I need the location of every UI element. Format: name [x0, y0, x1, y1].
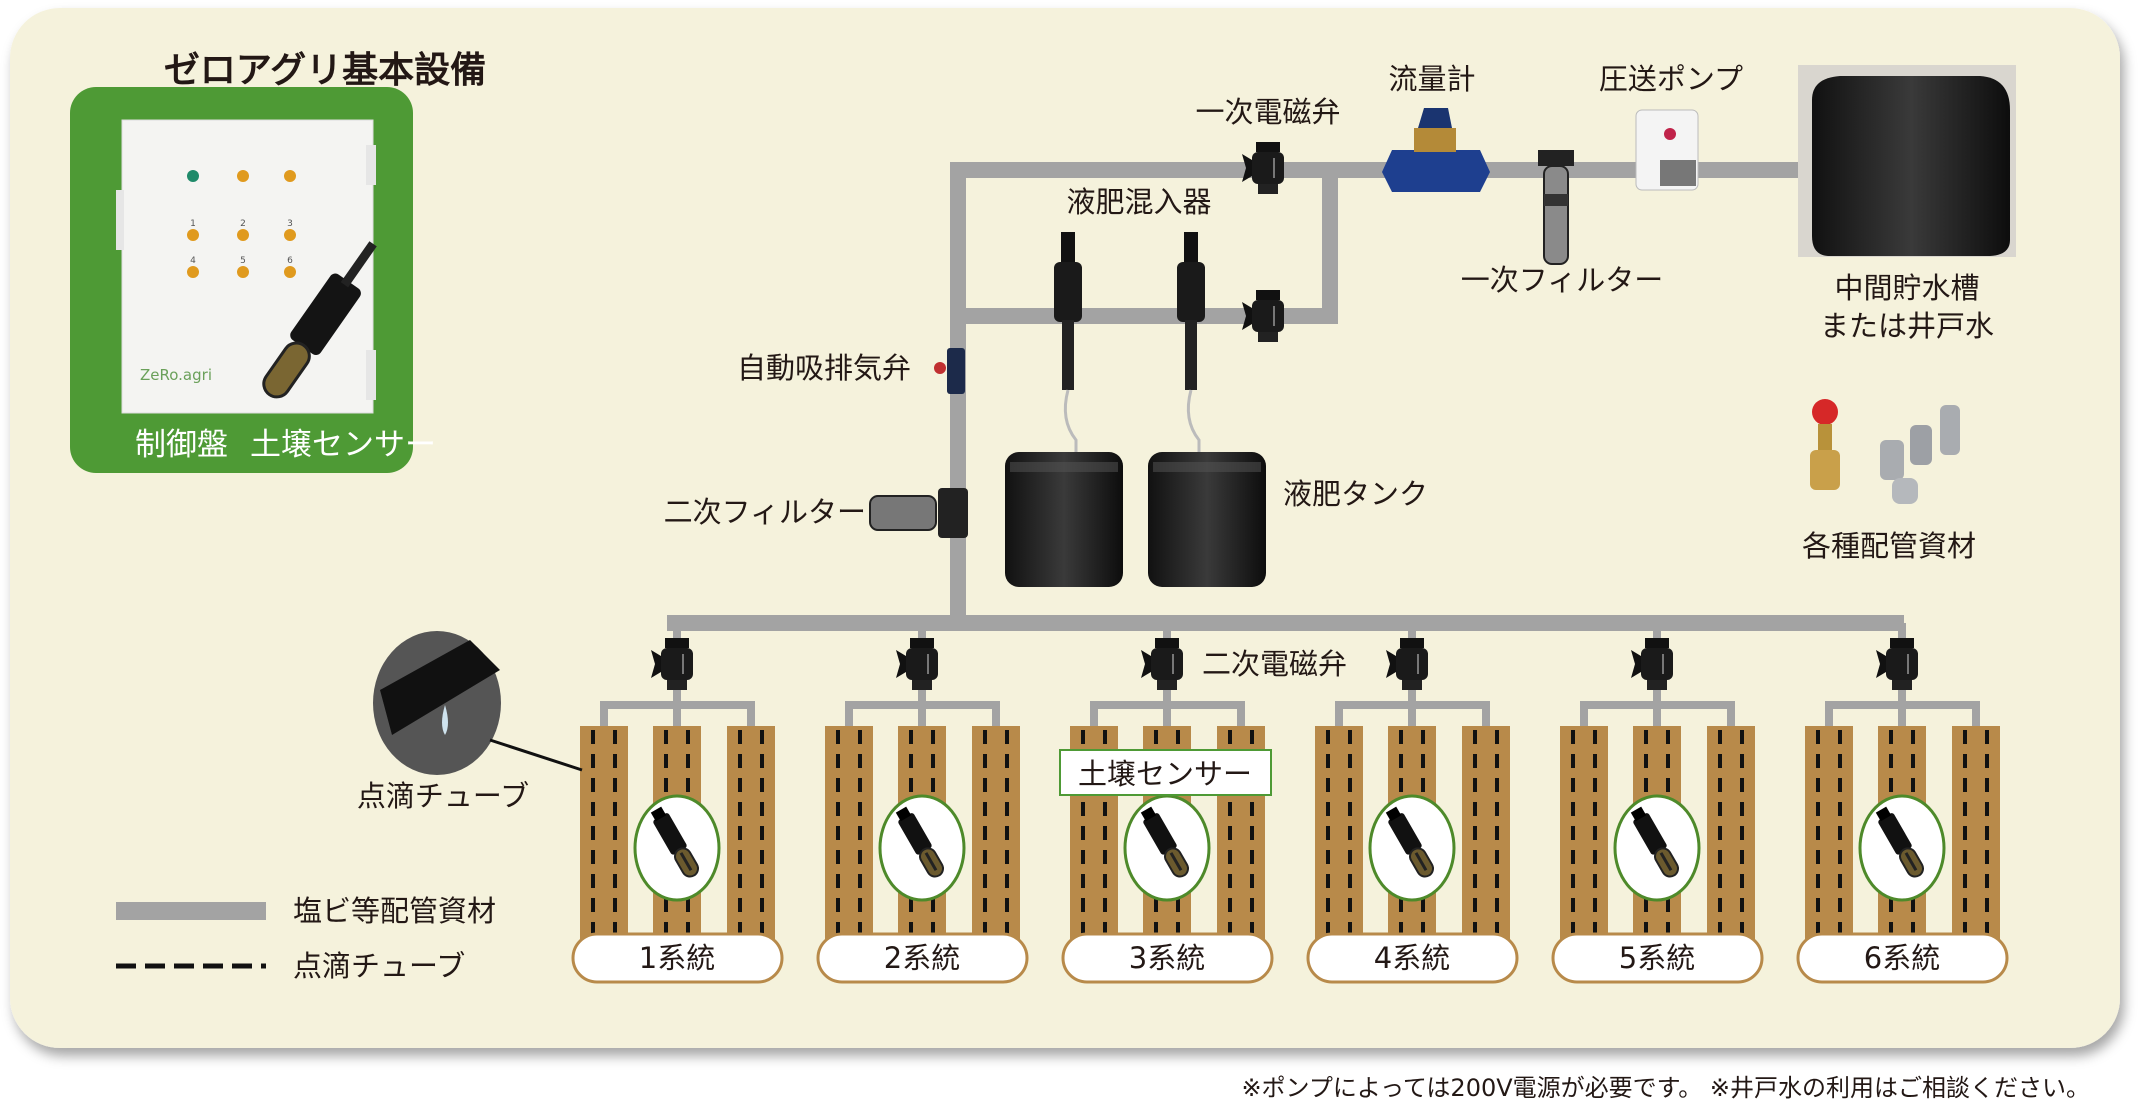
base-equipment-box: 1 2 3 4 5 6 ZeRo.agri 制御盤 土壌センサー — [70, 87, 436, 473]
page-title: ゼロアグリ基本設備 — [164, 50, 486, 91]
primary-solenoid-valve-label: 一次電磁弁 — [1195, 95, 1340, 129]
secondary-filter-label: 二次フィルター — [664, 495, 866, 529]
primary-filter-label: 一次フィルター — [1461, 263, 1663, 297]
zone-label-pill — [1061, 932, 1274, 984]
legend: 塩ビ等配管資材 点滴チューブ — [116, 894, 496, 983]
soil-sensor-callout: 土壌センサー — [1059, 749, 1272, 796]
lamp-label-4: 4 — [190, 256, 196, 266]
zone-label-pill — [816, 932, 1029, 984]
zone-sub-manifold — [1825, 701, 1980, 728]
soil-sensor-callout-label: 土壌センサー — [1078, 757, 1252, 791]
zone-label: 2系統 — [884, 941, 960, 975]
control-panel-label: 制御盤 — [135, 427, 228, 463]
lamp-label-3: 3 — [287, 219, 293, 229]
zone-sub-manifold — [600, 701, 755, 728]
irrigation-zones: 1系統 2系統 3系統 4系統 5系統 6系統 — [571, 623, 2009, 984]
tank-label-line2: または井戸水 — [1820, 309, 1994, 343]
zone-label: 3系統 — [1129, 941, 1205, 975]
fertilizer-tank-label: 液肥タンク — [1283, 477, 1428, 511]
footnote: ※ポンプによっては200V電源が必要です。 ※井戸水の利用はご相談ください。 — [1241, 1074, 2090, 1102]
flow-meter-label: 流量計 — [1388, 62, 1475, 96]
secondary-filter — [869, 488, 968, 538]
zone-4: 4系統 — [1306, 623, 1519, 984]
zone-sub-manifold — [845, 701, 1000, 728]
lamp-label-5: 5 — [240, 256, 246, 266]
tank-label-line1: 中間貯水槽 — [1834, 271, 1979, 305]
drip-tube-photo — [373, 631, 583, 775]
fertilizer-injector-1 — [1054, 232, 1082, 480]
booster-pump — [1635, 109, 1699, 191]
soil-bed-strip — [727, 726, 775, 948]
fertilizer-tank-1 — [1005, 452, 1123, 587]
soil-bed-strip — [1805, 726, 1853, 948]
soil-bed-strip — [1707, 726, 1755, 948]
piping-materials-image — [1810, 399, 1960, 504]
piping-materials-label: 各種配管資材 — [1802, 529, 1976, 563]
storage-tank-image — [1798, 65, 2016, 257]
soil-bed-strip — [1952, 726, 2000, 948]
fertilizer-injector-label: 液肥混入器 — [1066, 185, 1211, 219]
lamp-label-6: 6 — [287, 256, 293, 266]
zone-label-pill — [1306, 932, 1519, 984]
legend-drip-label: 点滴チューブ — [293, 949, 465, 983]
zone-1: 1系統 — [571, 623, 784, 984]
soil-bed-strip — [1462, 726, 1510, 948]
zone-label-pill — [1796, 932, 2009, 984]
zone-label: 1系統 — [639, 941, 715, 975]
zone-5: 5系統 — [1551, 623, 1764, 984]
zero-agri-logo: ZeRo.agri — [140, 366, 212, 384]
zone-label: 6系統 — [1864, 941, 1940, 975]
legend-pipe-label: 塩ビ等配管資材 — [293, 894, 496, 928]
booster-pump-label: 圧送ポンプ — [1599, 62, 1743, 96]
zone-label-pill — [571, 932, 784, 984]
flow-meter — [1382, 108, 1490, 192]
auto-air-valve-label: 自動吸排気弁 — [737, 351, 911, 385]
drip-tube-label: 点滴チューブ — [357, 779, 529, 813]
zone-6: 6系統 — [1796, 623, 2009, 984]
zone-sub-manifold — [1090, 701, 1245, 728]
soil-bed-strip — [580, 726, 628, 948]
zone-label-pill — [1551, 932, 1764, 984]
soil-bed-strip — [1315, 726, 1363, 948]
auto-air-valve — [934, 348, 965, 394]
primary-filter — [1538, 150, 1574, 265]
zone-sub-manifold — [1335, 701, 1490, 728]
fertilizer-injector-2 — [1177, 232, 1205, 480]
soil-sensor-label: 土壌センサー — [250, 427, 436, 463]
lamp-label-2: 2 — [240, 219, 246, 229]
zone-label: 4系統 — [1374, 941, 1450, 975]
fertilizer-tank-2 — [1148, 452, 1266, 587]
soil-bed-strip — [825, 726, 873, 948]
zone-3: 3系統 — [1061, 623, 1274, 984]
zone-2: 2系統 — [816, 623, 1029, 984]
soil-bed-strip — [972, 726, 1020, 948]
control-panel-image: 1 2 3 4 5 6 ZeRo.agri — [116, 119, 376, 414]
zone-sub-manifold — [1580, 701, 1735, 728]
lamp-label-1: 1 — [190, 219, 196, 229]
zone-label: 5系統 — [1619, 941, 1695, 975]
secondary-solenoid-valve-label: 二次電磁弁 — [1202, 647, 1347, 681]
soil-bed-strip — [1560, 726, 1608, 948]
soil-sensor-image — [262, 241, 377, 399]
